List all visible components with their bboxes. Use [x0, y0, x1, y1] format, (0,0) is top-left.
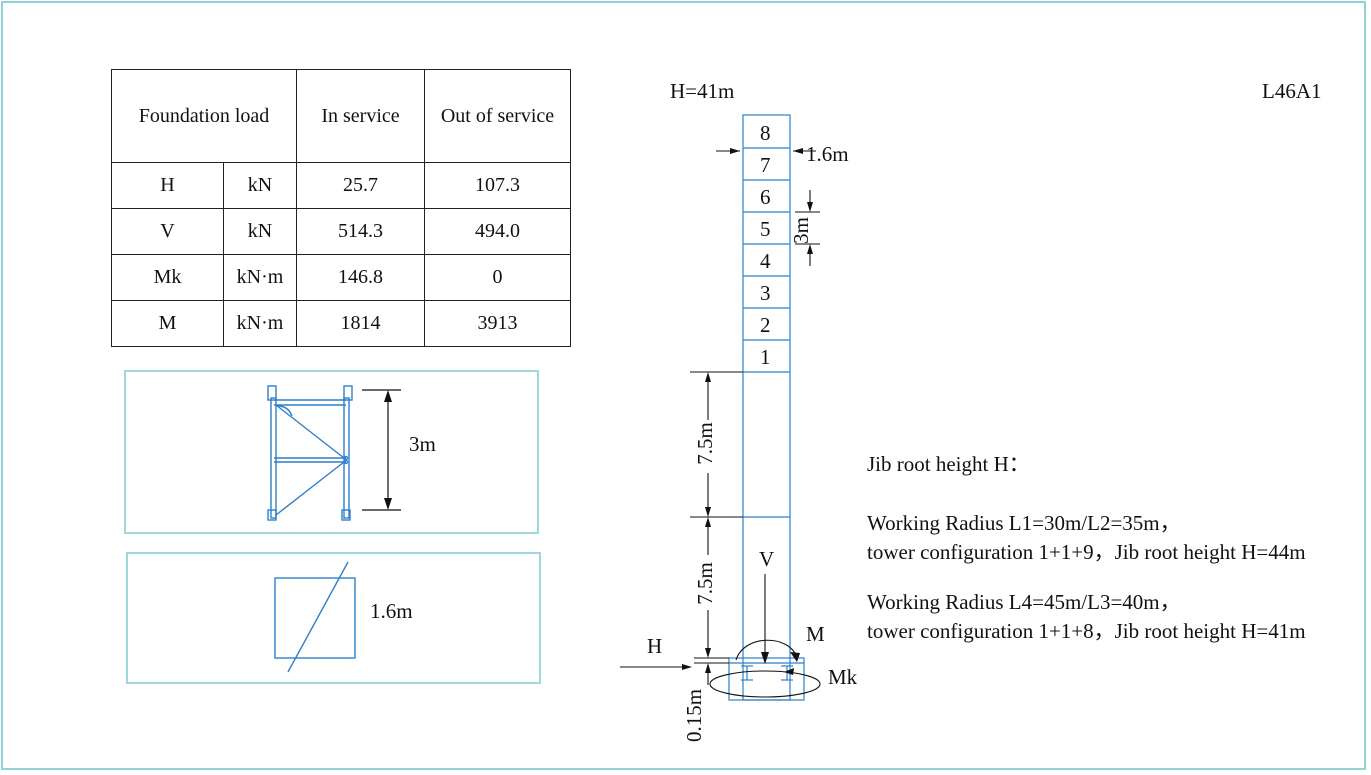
cross-section-drawing	[274, 561, 356, 673]
row-unit: kN	[223, 208, 297, 255]
section-number: 8	[760, 121, 771, 145]
section-height-label: 3m	[409, 432, 436, 456]
row-in-service: 514.3	[296, 208, 425, 255]
force-v-label: V	[759, 547, 775, 571]
table-row: H kN 25.7 107.3	[111, 162, 571, 209]
row-in-service: 1814	[296, 300, 425, 347]
row-symbol: Mk	[111, 254, 224, 301]
row-out-of-service: 494.0	[424, 208, 571, 255]
base-height-label: 0.15m	[682, 688, 707, 743]
config1-line1: Working Radius L1=30m/L2=35m，	[867, 511, 1181, 535]
header-out-of-service: Out of service	[424, 69, 571, 163]
model-label: L46A1	[1262, 79, 1322, 103]
table-row: M kN·m 1814 3913	[111, 300, 571, 347]
lower-dim-lower: 7.5m	[692, 562, 717, 605]
mast-section-drawing	[267, 385, 401, 521]
section-number: 7	[760, 153, 771, 177]
table-row: V kN 514.3 494.0	[111, 208, 571, 255]
row-unit: kN	[223, 162, 297, 209]
row-unit: kN·m	[223, 300, 297, 347]
row-in-service: 146.8	[296, 254, 425, 301]
row-out-of-service: 107.3	[424, 162, 571, 209]
section-number: 2	[760, 313, 771, 337]
cross-width-label: 1.6m	[370, 599, 413, 623]
config1-line2: tower configuration 1+1+9，Jib root heigh…	[867, 540, 1306, 564]
section-number: 3	[760, 281, 771, 305]
torque-mk-label: Mk	[828, 665, 858, 689]
section-height-dim: 3m	[788, 217, 813, 244]
lower-dim-upper: 7.5m	[692, 422, 717, 465]
row-symbol: M	[111, 300, 224, 347]
row-out-of-service: 3913	[424, 300, 571, 347]
row-symbol: V	[111, 208, 224, 255]
section-number: 5	[760, 217, 771, 241]
table-row: Mk kN·m 146.8 0	[111, 254, 571, 301]
notes-title: Jib root height H：	[867, 452, 1030, 476]
row-in-service: 25.7	[296, 162, 425, 209]
tower-width-label: 1.6m	[806, 142, 849, 166]
row-out-of-service: 0	[424, 254, 571, 301]
cross-section-panel: 1.6m	[126, 552, 541, 684]
header-in-service: In service	[296, 69, 425, 163]
section-number: 4	[760, 249, 771, 273]
row-unit: kN·m	[223, 254, 297, 301]
mast-section-panel: 3m	[124, 370, 539, 534]
section-number: 1	[760, 345, 771, 369]
config2-line1: Working Radius L4=45m/L3=40m，	[867, 590, 1181, 614]
moment-m-label: M	[806, 622, 825, 646]
config2-line2: tower configuration 1+1+8，Jib root heigh…	[867, 619, 1306, 643]
row-symbol: H	[111, 162, 224, 209]
force-h-label: H	[647, 634, 663, 658]
foundation-load-table: Foundation load In service Out of servic…	[111, 69, 571, 347]
tower-height-label: H=41m	[670, 79, 735, 103]
header-foundation-load: Foundation load	[111, 69, 297, 163]
section-number: 6	[760, 185, 771, 209]
